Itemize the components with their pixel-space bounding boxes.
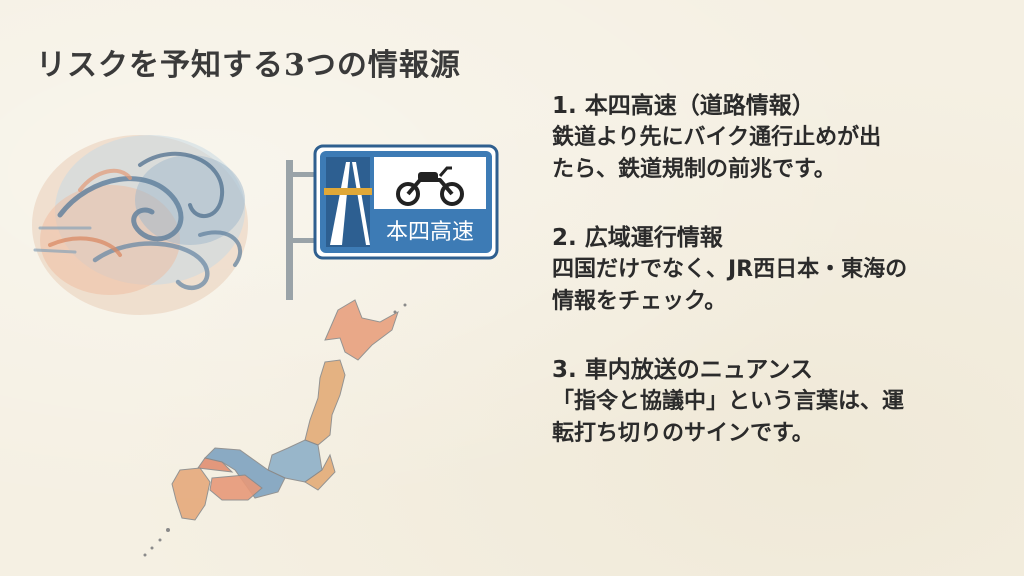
page-title: リスクを予知する3つの情報源 <box>36 48 461 83</box>
section-line: 「指令と協議中」という言葉は、運 <box>552 389 905 414</box>
info-source-item: 3. 車内放送のニュアンス 「指令と協議中」という言葉は、運 転打ち切りのサイン… <box>552 354 1002 450</box>
info-source-item: 1. 本四高速（道路情報） 鉄道より先にバイク通行止めが出 たら、鉄道規制の前兆… <box>552 90 1002 186</box>
section-body: 鉄道より先にバイク通行止めが出 たら、鉄道規制の前兆です。 <box>552 122 1002 186</box>
section-body: 四国だけでなく、JR西日本・東海の 情報をチェック。 <box>552 254 1002 318</box>
sign-text: 本四高速 <box>386 220 474 245</box>
section-heading: 2. 広域運行情報 <box>552 225 723 251</box>
info-sources-list: 1. 本四高速（道路情報） 鉄道より先にバイク通行止めが出 たら、鉄道規制の前兆… <box>552 90 1002 486</box>
section-line: たら、鉄道規制の前兆です。 <box>552 157 836 182</box>
section-line: 情報をチェック。 <box>552 289 727 314</box>
section-heading: 1. 本四高速（道路情報） <box>552 93 815 119</box>
section-body: 「指令と協議中」という言葉は、運 転打ち切りのサインです。 <box>552 386 1002 450</box>
section-heading: 3. 車内放送のニュアンス <box>552 357 813 383</box>
japan-map-illustration <box>143 299 407 557</box>
road-sign-illustration: 本四高速 <box>286 144 499 300</box>
wind-swirl-illustration <box>32 135 248 315</box>
highway-road-icon <box>324 157 372 247</box>
section-line: 転打ち切りのサインです。 <box>552 421 814 446</box>
illustrations: 本四高速 <box>32 135 499 557</box>
section-line: 鉄道より先にバイク通行止めが出 <box>552 125 882 150</box>
motorcycle-icon <box>396 166 464 206</box>
info-source-item: 2. 広域運行情報 四国だけでなく、JR西日本・東海の 情報をチェック。 <box>552 222 1002 318</box>
section-line: 四国だけでなく、JR西日本・東海の <box>552 257 908 282</box>
